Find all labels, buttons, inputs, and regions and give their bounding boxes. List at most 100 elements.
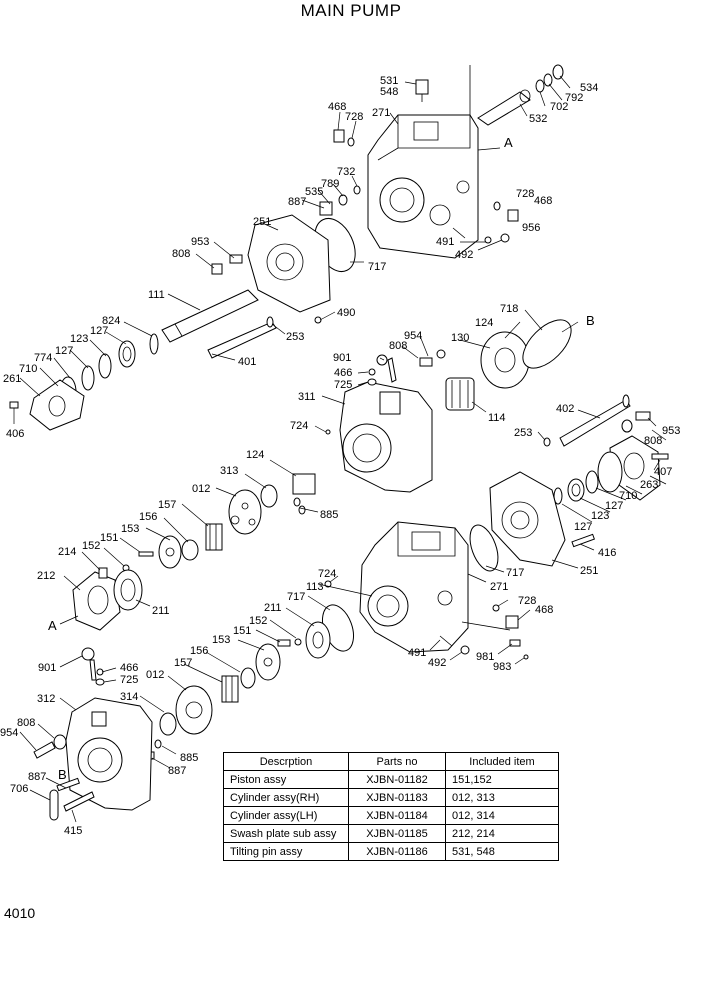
callout-808: 808 bbox=[17, 717, 35, 729]
callout-808: 808 bbox=[172, 248, 190, 260]
table-row: Piston assy XJBN-01182 151,152 bbox=[223, 770, 559, 789]
callout-954: 954 bbox=[0, 727, 18, 739]
callout-B: B bbox=[586, 313, 595, 328]
callout-728: 728 bbox=[345, 111, 363, 123]
callout-156: 156 bbox=[190, 645, 208, 657]
cell-parts-no: XJBN-01186 bbox=[348, 842, 446, 861]
callout-725: 725 bbox=[120, 674, 138, 686]
callout-271: 271 bbox=[372, 107, 390, 119]
callout-808: 808 bbox=[389, 340, 407, 352]
callout-774: 774 bbox=[34, 352, 52, 364]
callout-130: 130 bbox=[451, 332, 469, 344]
callout-157: 157 bbox=[174, 657, 192, 669]
callout-312: 312 bbox=[37, 693, 55, 705]
callout-535: 535 bbox=[305, 186, 323, 198]
cell-included-item: 151,152 bbox=[445, 770, 559, 789]
callout-954: 954 bbox=[404, 330, 422, 342]
callout-157: 157 bbox=[158, 499, 176, 511]
cell-included-item: 531, 548 bbox=[445, 842, 559, 861]
callout-111: 111 bbox=[148, 289, 165, 301]
table-header-row: Descrption Parts no Included item bbox=[223, 752, 559, 771]
cell-description: Cylinder assy(RH) bbox=[223, 788, 349, 807]
callout-492: 492 bbox=[428, 657, 446, 669]
callout-491: 491 bbox=[436, 236, 454, 248]
callout-532: 532 bbox=[529, 113, 547, 125]
callout-717: 717 bbox=[287, 591, 305, 603]
callout-156: 156 bbox=[139, 511, 157, 523]
callout-407: 407 bbox=[654, 466, 672, 478]
callout-887: 887 bbox=[28, 771, 46, 783]
callout-466: 466 bbox=[120, 662, 138, 674]
callout-728: 728 bbox=[516, 188, 534, 200]
callout-B: B bbox=[58, 767, 67, 782]
cell-description: Swash plate sub assy bbox=[223, 824, 349, 843]
header-description: Descrption bbox=[223, 752, 349, 771]
callout-468: 468 bbox=[535, 604, 553, 616]
callout-531: 531 bbox=[380, 75, 398, 87]
callout-124: 124 bbox=[475, 317, 493, 329]
callout-468: 468 bbox=[534, 195, 552, 207]
page-number: 4010 bbox=[4, 905, 36, 921]
part-callouts: 531 548 534 792 702 532 468 728 271 A 73… bbox=[0, 75, 680, 837]
callout-A: A bbox=[504, 135, 513, 150]
cell-parts-no: XJBN-01184 bbox=[348, 806, 446, 825]
callout-953: 953 bbox=[191, 236, 209, 248]
callout-534: 534 bbox=[580, 82, 598, 94]
callout-706: 706 bbox=[10, 783, 28, 795]
callout-152: 152 bbox=[249, 615, 267, 627]
callout-153: 153 bbox=[212, 634, 230, 646]
callout-717: 717 bbox=[368, 261, 386, 273]
callout-901: 901 bbox=[38, 662, 56, 674]
callout-725: 725 bbox=[334, 379, 352, 391]
cell-description: Tilting pin assy bbox=[223, 842, 349, 861]
callout-885: 885 bbox=[180, 752, 198, 764]
callout-012: 012 bbox=[192, 483, 210, 495]
callout-492: 492 bbox=[455, 249, 473, 261]
callout-127: 127 bbox=[90, 325, 108, 337]
callout-151: 151 bbox=[233, 625, 251, 637]
callout-012: 012 bbox=[146, 669, 164, 681]
table-row: Tilting pin assy XJBN-01186 531, 548 bbox=[223, 842, 559, 861]
cell-parts-no: XJBN-01182 bbox=[348, 770, 446, 789]
header-parts-no: Parts no bbox=[348, 752, 446, 771]
callout-983: 983 bbox=[493, 661, 511, 673]
callout-211: 211 bbox=[152, 605, 170, 617]
callout-702: 702 bbox=[550, 101, 568, 113]
table-row: Cylinder assy(LH) XJBN-01184 012, 314 bbox=[223, 806, 559, 825]
callout-311: 311 bbox=[298, 391, 316, 403]
callout-127: 127 bbox=[55, 345, 73, 357]
callout-901: 901 bbox=[333, 352, 351, 364]
callout-468: 468 bbox=[328, 101, 346, 113]
callout-214: 214 bbox=[58, 546, 76, 558]
callout-789: 789 bbox=[321, 178, 339, 190]
callout-123: 123 bbox=[591, 510, 609, 522]
cell-included-item: 212, 214 bbox=[445, 824, 559, 843]
callout-953: 953 bbox=[662, 425, 680, 437]
callout-885: 885 bbox=[320, 509, 338, 521]
callout-728: 728 bbox=[518, 595, 536, 607]
callout-123: 123 bbox=[70, 333, 88, 345]
callout-152: 152 bbox=[82, 540, 100, 552]
callout-718: 718 bbox=[500, 303, 518, 315]
callout-151: 151 bbox=[100, 532, 118, 544]
cell-included-item: 012, 314 bbox=[445, 806, 559, 825]
callout-113: 113 bbox=[306, 581, 324, 593]
callout-416: 416 bbox=[598, 547, 616, 559]
callout-490: 490 bbox=[337, 307, 355, 319]
callout-253: 253 bbox=[514, 427, 532, 439]
callout-724: 724 bbox=[290, 420, 308, 432]
callout-466: 466 bbox=[334, 367, 352, 379]
callout-981: 981 bbox=[476, 651, 494, 663]
callout-808: 808 bbox=[644, 435, 662, 447]
parts-kit-table: Descrption Parts no Included item Piston… bbox=[223, 752, 559, 861]
callout-792: 792 bbox=[565, 92, 583, 104]
callout-114: 114 bbox=[488, 412, 506, 424]
callout-824: 824 bbox=[102, 315, 120, 327]
table-row: Swash plate sub assy XJBN-01185 212, 214 bbox=[223, 824, 559, 843]
cell-description: Cylinder assy(LH) bbox=[223, 806, 349, 825]
callout-261: 261 bbox=[3, 373, 21, 385]
callout-124: 124 bbox=[246, 449, 264, 461]
callout-717: 717 bbox=[506, 567, 524, 579]
callout-A: A bbox=[48, 618, 57, 633]
callout-491: 491 bbox=[408, 647, 426, 659]
